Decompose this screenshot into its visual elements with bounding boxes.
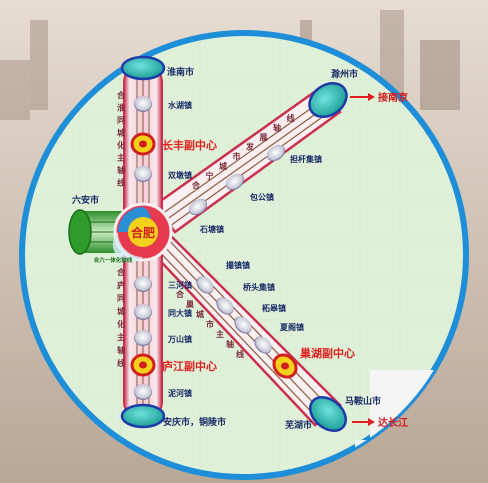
town-node [225, 173, 245, 191]
corridor-char: 宁 [206, 170, 214, 180]
town-label: 泥河镇 [168, 388, 192, 398]
corridor-char: 庐 [117, 280, 125, 290]
town-label: 夏阁镇 [279, 322, 304, 332]
corridor-char: 城 [117, 306, 125, 316]
node-chuzhou [308, 81, 348, 119]
label-lujiang: 庐江副中心 [162, 359, 217, 373]
corridor-char: 合 [116, 267, 126, 277]
corridor-char: 线 [236, 349, 244, 359]
town-label: 双墩镇 [168, 170, 192, 180]
corridor-char: 淮 [117, 103, 125, 113]
town-label: 撮镇镇 [226, 260, 250, 270]
label-huainan: 淮南市 [167, 66, 194, 78]
corridor-char: 城 [117, 128, 125, 138]
corridor-char: 轴 [117, 165, 125, 175]
node-anqing [120, 403, 166, 429]
corridor-char: 主 [216, 329, 224, 339]
town-node [188, 198, 208, 216]
town-label: 石塘镇 [199, 224, 224, 234]
town-node [134, 166, 152, 182]
label-chuzhou: 滁州市 [331, 68, 358, 80]
corridor-char: 合 [116, 90, 126, 100]
label-changfeng: 长丰副中心 [162, 138, 217, 152]
corridor-char: 同 [117, 294, 125, 303]
corridor-char: 轴 [273, 122, 281, 132]
label-chaohu: 巢湖副中心 [299, 346, 355, 360]
corridor-char: 线 [287, 113, 295, 123]
hub-label: 合肥 [131, 225, 155, 240]
corridor-char: 化 [117, 319, 125, 329]
corridor-char: 合 [175, 289, 185, 299]
label-anqing-tongling: 安庆市，铜陵市 [163, 416, 226, 428]
town-node [134, 384, 152, 400]
node-huainan [120, 55, 166, 81]
town-label: 同大镇 [168, 308, 192, 318]
town-node [134, 304, 152, 320]
town-node [216, 297, 234, 315]
corridor-label-west: 合六一体化轴线 [94, 256, 133, 264]
town-node [134, 330, 152, 346]
town-node [234, 316, 252, 334]
town-label: 万山镇 [167, 334, 192, 344]
town-node [196, 276, 214, 294]
arrow-to-nanjing [350, 93, 375, 101]
corridor-char: 城 [196, 309, 204, 319]
town-label: 三河镇 [168, 280, 192, 290]
town-node [254, 336, 272, 354]
corridor-char: 主 [117, 153, 125, 163]
corridor-char: 发 [245, 142, 255, 152]
corridor-char: 轴 [226, 339, 234, 349]
corridor-char: 城 [219, 161, 227, 171]
town-label: 担杆集镇 [290, 154, 322, 164]
corridor-char: 线 [117, 358, 125, 368]
node-wuhu [308, 396, 348, 432]
town-node [134, 96, 152, 112]
label-wuhu: 芜湖市 [285, 419, 312, 431]
corridor-char: 展 [259, 133, 268, 142]
label-yangtze: 达长江 [378, 416, 408, 429]
town-label: 桥头集镇 [243, 282, 275, 292]
label-maanshan: 马鞍山市 [345, 395, 381, 407]
label-nanjing: 接南京 [378, 91, 408, 104]
corridor-char: 主 [117, 332, 125, 342]
arrow-to-yangtze [352, 418, 375, 426]
corridor-char: 同 [117, 116, 125, 125]
town-node [134, 276, 152, 292]
corridor-char: 合 [191, 180, 201, 190]
corridor-char: 巢 [185, 299, 195, 309]
hefei-hub: 合肥 [112, 202, 173, 263]
corridor-char: 化 [117, 140, 125, 150]
corridor-char: 市 [233, 151, 241, 161]
corridor-char: 市 [206, 319, 214, 329]
corridor-char: 线 [117, 178, 125, 188]
town-label: 水湖镇 [167, 100, 192, 110]
label-luan: 六安市 [72, 194, 99, 206]
corridor-char: 轴 [117, 345, 125, 355]
town-node [266, 144, 286, 162]
town-label: 柘皋镇 [261, 303, 286, 313]
town-label: 包公镇 [249, 192, 274, 202]
